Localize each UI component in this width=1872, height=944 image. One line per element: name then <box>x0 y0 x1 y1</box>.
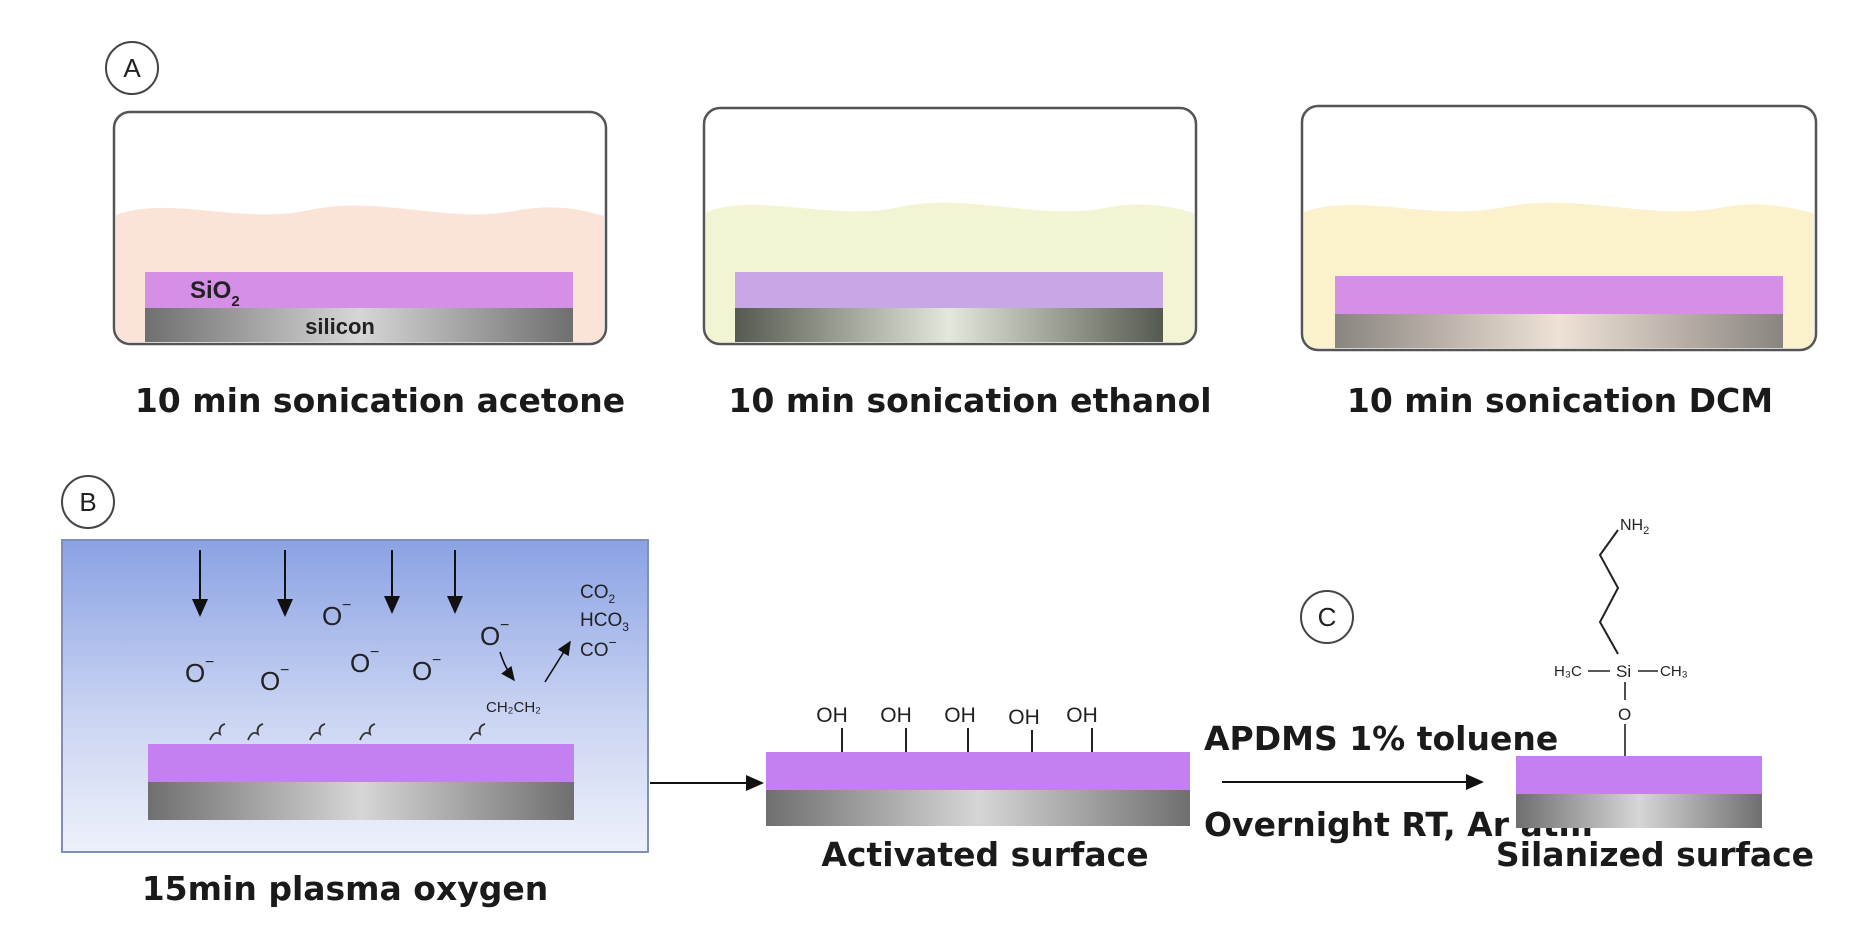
sio2-layer <box>1335 276 1783 314</box>
sio2-layer <box>1516 756 1762 794</box>
caption-acetone: 10 min sonication acetone <box>135 381 625 420</box>
svg-text:CH₃: CH₃ <box>1660 663 1688 680</box>
hydroxyl: OH <box>944 704 976 752</box>
oxygen-ion: O− <box>185 654 214 688</box>
byproduct-co: CO− <box>580 634 617 661</box>
byproduct-hco3: HCO3 <box>580 610 629 634</box>
beaker-acetone: SiO2 silicon <box>112 110 608 346</box>
reagent-label: APDMS 1% toluene <box>1204 719 1558 758</box>
silicon-layer <box>148 782 574 820</box>
beaker-dcm <box>1300 104 1818 352</box>
panel-b-letter: B <box>79 487 96 517</box>
panel-c: C APDMS 1% toluene Overnight RT, Ar atm … <box>1204 517 1762 844</box>
caption-activated: Activated surface <box>821 835 1148 874</box>
reaction-arrows <box>499 640 571 683</box>
svg-text:−: − <box>342 597 351 614</box>
sio2-label: SiO2 <box>190 277 240 310</box>
svg-text:OH: OH <box>1008 706 1040 729</box>
hydroxyl: OH <box>1008 706 1040 752</box>
svg-text:O: O <box>350 648 370 678</box>
svg-text:−: − <box>500 617 509 634</box>
sio2-layer <box>766 752 1190 790</box>
sio2-layer <box>735 272 1163 308</box>
panel-b: B O− O− O− O− O− O− CO2 HCO3 CO− <box>61 475 649 853</box>
amine-label: NH2 <box>1620 517 1649 537</box>
byproducts: CO2 HCO3 CO− <box>580 582 629 661</box>
panel-a: A SiO2 silicon 10 min sonication acetone… <box>105 41 1818 420</box>
silicon-layer <box>145 308 573 342</box>
caption-dcm: 10 min sonication DCM <box>1347 381 1773 420</box>
contaminant-label: CH₂CH₂ <box>486 699 541 716</box>
svg-text:O: O <box>322 601 342 631</box>
panel-a-letter: A <box>123 53 141 83</box>
silicon-layer <box>766 790 1190 826</box>
sio2-layer <box>145 272 573 308</box>
panel-a-badge <box>105 41 159 95</box>
oxygen-ion: O− <box>350 644 379 678</box>
svg-text:OH: OH <box>944 704 976 727</box>
svg-text:OH: OH <box>1066 704 1098 727</box>
oxygen-ion: O− <box>260 662 289 696</box>
silicon-layer <box>735 308 1163 342</box>
activated-surface: OH OH OH OH OH <box>766 704 1190 826</box>
svg-text:O: O <box>412 656 432 686</box>
hydroxyl: OH <box>816 704 848 752</box>
svg-text:Si: Si <box>1616 662 1631 681</box>
hydroxyl: OH <box>880 704 912 752</box>
svg-text:−: − <box>370 644 379 661</box>
svg-text:−: − <box>432 652 441 669</box>
svg-text:O: O <box>1618 705 1631 724</box>
oxygen-ion: O− <box>480 617 509 651</box>
caption-silanized: Silanized surface <box>1496 835 1814 874</box>
svg-text:−: − <box>280 662 289 679</box>
panel-c-letter: C <box>1318 602 1337 632</box>
byproduct-co2: CO2 <box>580 582 616 606</box>
oxygen-ion: O− <box>322 597 351 631</box>
svg-text:H₃C: H₃C <box>1554 663 1582 680</box>
plasma-arrows <box>192 550 463 617</box>
oxygen-ion: O− <box>412 652 441 686</box>
svg-text:OH: OH <box>816 704 848 727</box>
contaminant-squiggles <box>209 723 486 741</box>
svg-text:O: O <box>480 621 500 651</box>
panel-b-badge <box>61 475 115 529</box>
sio2-layer <box>148 744 574 782</box>
silicon-layer <box>1516 794 1762 828</box>
silicon-layer <box>1335 314 1783 348</box>
svg-text:O: O <box>260 666 280 696</box>
svg-text:O: O <box>185 658 205 688</box>
beaker-ethanol <box>702 106 1198 346</box>
hydroxyl-groups: OH OH OH OH OH <box>816 704 1098 752</box>
apdms-molecule: NH2 H₃C Si CH₃ O <box>1554 517 1688 756</box>
hydroxyl: OH <box>1066 704 1098 752</box>
panel-c-badge <box>1300 590 1354 644</box>
silicon-label: silicon <box>305 314 375 339</box>
oxygen-ions: O− O− O− O− O− O− <box>185 597 509 696</box>
caption-ethanol: 10 min sonication ethanol <box>728 381 1211 420</box>
svg-text:−: − <box>205 654 214 671</box>
caption-plasma: 15min plasma oxygen <box>142 869 549 908</box>
svg-text:OH: OH <box>880 704 912 727</box>
